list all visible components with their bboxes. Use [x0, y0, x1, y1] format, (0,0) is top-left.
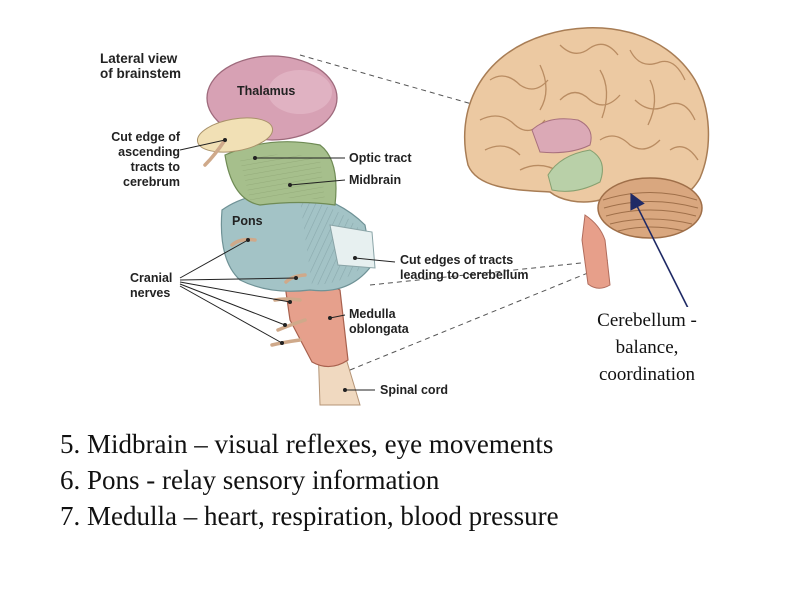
label-thalamus: Thalamus	[237, 84, 296, 98]
label-line: cerebrum	[123, 175, 180, 189]
whole-brain-stem	[581, 214, 611, 289]
label-line: tracts to	[130, 160, 180, 174]
label-line: leading to cerebellum	[400, 268, 529, 282]
label-line: Cut edge of	[111, 130, 180, 144]
label-medulla: Medulla oblongata	[349, 307, 409, 337]
pointer-lines	[179, 139, 396, 391]
whole-brain-midbrain	[547, 149, 603, 192]
brainstem-illustration	[179, 26, 710, 406]
function-item-medulla: 7. Medulla – heart, respiration, blood p…	[60, 501, 559, 531]
figure-title-line: of brainstem	[100, 66, 182, 81]
cerebellum-folia	[602, 192, 699, 232]
label-optic-tract: Optic tract	[349, 151, 412, 165]
caption-line: coordination	[598, 364, 696, 385]
label-line: oblongata	[349, 322, 409, 336]
label-spinal-cord: Spinal cord	[380, 383, 449, 397]
label-cut-edges-tracts: Cut edges of tracts leading to cerebellu…	[400, 253, 529, 283]
whole-brain	[464, 26, 710, 289]
label-line: ascending	[118, 145, 180, 159]
label-midbrain: Midbrain	[349, 173, 402, 187]
pointer-dots	[223, 138, 357, 392]
cerebellum	[597, 177, 703, 239]
cerebrum	[464, 26, 710, 206]
cut-edges-cerebellum	[329, 224, 376, 269]
cerebellum-caption: Cerebellum - balance, coordination	[572, 307, 722, 388]
label-line: Cut edges of tracts	[400, 253, 514, 267]
label-line: Medulla	[349, 307, 396, 321]
cerebrum-gyri	[479, 43, 699, 173]
whole-brain-thalamus	[531, 118, 592, 154]
figure-title-line: Lateral view	[100, 51, 178, 66]
projection-lines	[299, 54, 611, 371]
caption-line: Cerebellum -	[597, 310, 697, 331]
label-pons: Pons	[232, 214, 263, 228]
cut-edge-ascending	[196, 117, 274, 153]
figure-title: Lateral view of brainstem	[100, 51, 181, 81]
caption-line: balance,	[615, 337, 679, 358]
label-cut-edge: Cut edge of ascending tracts to cerebrum	[88, 130, 180, 190]
label-line: nerves	[130, 286, 171, 300]
brainstem-lateral	[196, 55, 376, 406]
cerebellum-arrow	[630, 192, 694, 319]
brainstem-figure: Lateral view of brainstem Thalamus Cut e…	[88, 26, 722, 406]
function-item-midbrain: 5. Midbrain – visual reflexes, eye movem…	[60, 429, 554, 459]
label-line: Cranial	[130, 271, 173, 285]
function-item-pons: 6. Pons - relay sensory information	[60, 465, 440, 495]
label-cranial-nerves: Cranial nerves	[130, 271, 172, 301]
function-list: 5. Midbrain – visual reflexes, eye movem…	[60, 426, 559, 534]
